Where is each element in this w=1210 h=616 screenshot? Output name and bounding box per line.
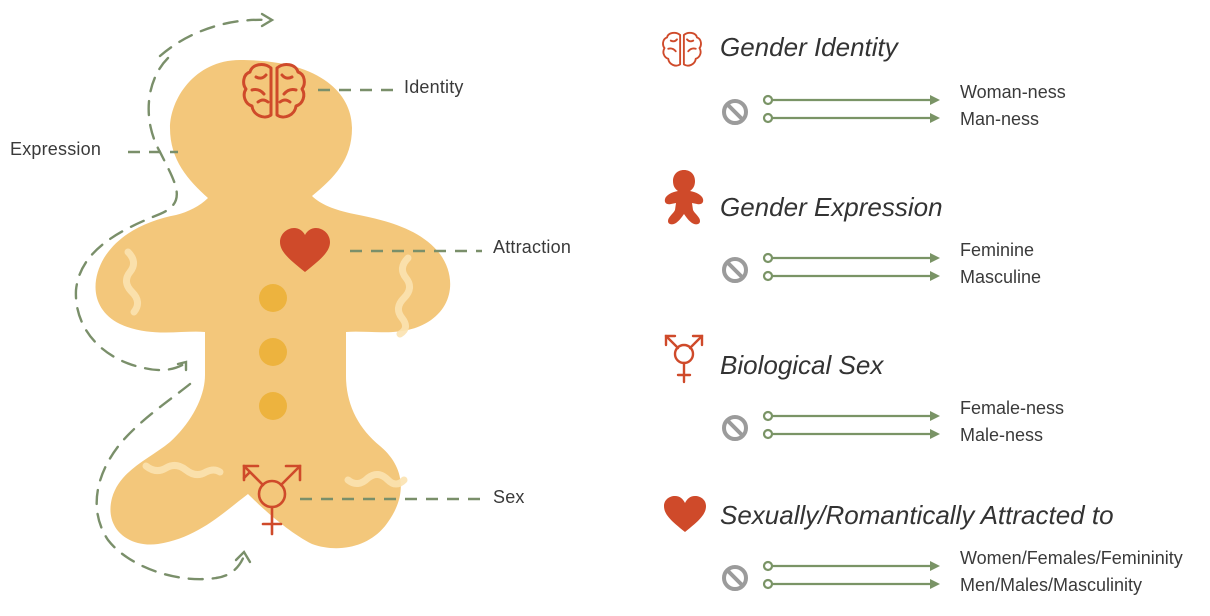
arrowheads bbox=[176, 12, 275, 564]
scale-row-biological-sex: Female-ness Male-ness bbox=[720, 398, 1210, 466]
callout-identity: Identity bbox=[404, 77, 464, 97]
scale-option: Masculine bbox=[960, 267, 1042, 287]
section-title-gender-identity: Gender Identity bbox=[720, 32, 898, 62]
icing-decoration bbox=[123, 248, 413, 488]
scale-option: Women/Females/Femininity bbox=[960, 548, 1183, 568]
scale-arrows bbox=[762, 560, 940, 590]
scale-option: Male-ness bbox=[960, 425, 1044, 445]
scale-arrows bbox=[762, 410, 940, 440]
button-dot bbox=[259, 284, 287, 312]
section-title-gender-expression: Gender Expression bbox=[720, 192, 943, 222]
transgender-symbol-icon bbox=[664, 334, 704, 384]
scale-arrows bbox=[762, 94, 940, 124]
button-dot bbox=[259, 392, 287, 420]
scale-option: Feminine bbox=[960, 240, 1035, 260]
scale-option: Woman-ness bbox=[960, 82, 1066, 102]
heart-icon bbox=[280, 228, 330, 272]
scale-row-gender-identity: Woman-ness Man-ness bbox=[720, 82, 1210, 150]
section-title-attraction: Sexually/Romantically Attracted to bbox=[720, 500, 1114, 530]
transgender-symbol-icon bbox=[242, 464, 302, 536]
section-title-biological-sex: Biological Sex bbox=[720, 350, 884, 380]
scale-option: Man-ness bbox=[960, 109, 1040, 129]
callout-attraction: Attraction bbox=[493, 237, 572, 257]
scale-arrows bbox=[762, 252, 940, 282]
callout-lines bbox=[128, 88, 482, 501]
callout-expression: Expression bbox=[10, 139, 102, 159]
gingerbread-figure bbox=[74, 12, 482, 581]
person-icon bbox=[664, 170, 704, 225]
callout-sex: Sex bbox=[493, 487, 525, 507]
button-dot bbox=[259, 338, 287, 366]
expression-outline-arrow bbox=[74, 18, 270, 581]
scale-option: Female-ness bbox=[960, 398, 1065, 418]
heart-icon bbox=[664, 496, 706, 532]
brain-icon bbox=[242, 63, 306, 119]
scale-row-attraction: Women/Females/Femininity Men/Males/Mascu… bbox=[720, 548, 1210, 616]
brain-icon bbox=[662, 31, 702, 67]
no-symbol-icon bbox=[722, 99, 748, 125]
no-symbol-icon bbox=[722, 415, 748, 441]
scale-option: Men/Males/Masculinity bbox=[960, 575, 1143, 595]
no-symbol-icon bbox=[722, 257, 748, 283]
no-symbol-icon bbox=[722, 565, 748, 591]
scale-row-gender-expression: Feminine Masculine bbox=[720, 240, 1210, 308]
